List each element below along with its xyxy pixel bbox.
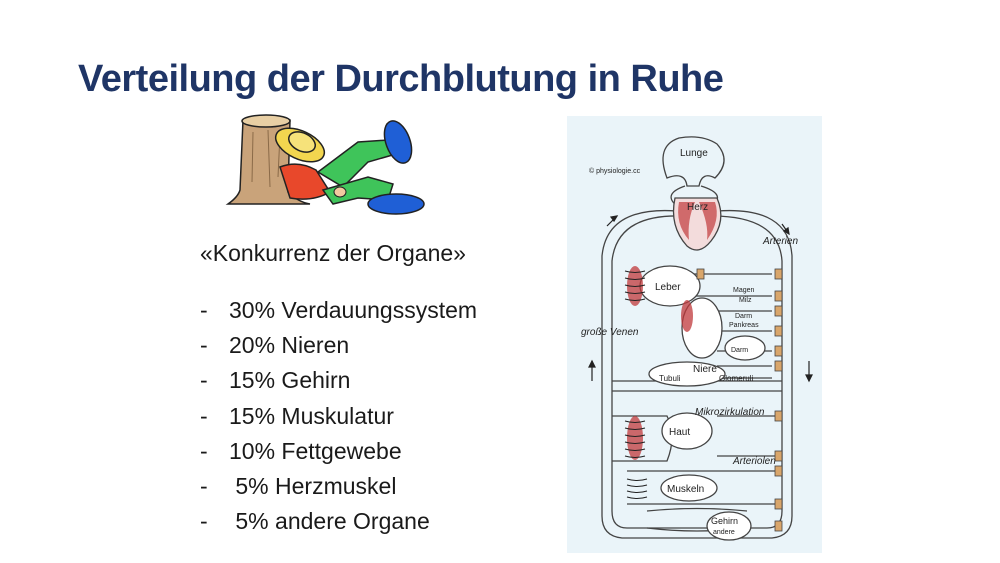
label-darm-2: Darm: [731, 347, 748, 354]
resting-person-illustration: [225, 114, 425, 215]
circulation-diagram: © physiologie.cc Lunge Herz Arterien Leb…: [567, 116, 822, 553]
list-item: - 5% andere Organe: [200, 508, 430, 535]
label-niere: Niere: [693, 364, 717, 375]
label-glomeruli: Glomeruli: [719, 374, 753, 383]
copyright-label: © physiologie.cc: [589, 167, 641, 175]
list-item: -15% Muskulatur: [200, 402, 394, 429]
label-arterien: Arterien: [762, 236, 798, 247]
slide-title: Verteilung der Durchblutung in Ruhe: [78, 58, 724, 100]
label-milz: Milz: [739, 297, 752, 304]
list-item: -20% Nieren: [200, 332, 350, 359]
list-item: -10% Fettgewebe: [200, 437, 402, 464]
label-mikrozirkulation: Mikrozirkulation: [695, 407, 765, 418]
label-leber: Leber: [655, 282, 681, 293]
label-muskeln: Muskeln: [667, 484, 704, 495]
label-haut: Haut: [669, 427, 690, 438]
label-grosse-venen: große Venen: [581, 327, 639, 338]
list-item: -30% Verdauungssystem: [200, 297, 478, 323]
label-tubuli: Tubuli: [659, 374, 681, 383]
label-arteriolen: Arteriolen: [732, 456, 776, 467]
label-herz: Herz: [687, 202, 708, 213]
label-gehirn: Gehirn: [711, 516, 738, 526]
label-lunge: Lunge: [680, 148, 708, 159]
list-item: -15% Gehirn: [200, 367, 351, 394]
label-darm-1: Darm: [735, 313, 752, 320]
label-andere: andere: [713, 529, 735, 536]
subtitle: «Konkurrenz der Organe»: [200, 240, 466, 266]
list-item: - 5% Herzmuskel: [200, 473, 397, 500]
distribution-list: -30% Verdauungssystem -20% Nieren -15% G…: [200, 293, 477, 539]
label-pankreas: Pankreas: [729, 322, 759, 329]
label-magen: Magen: [733, 287, 755, 294]
